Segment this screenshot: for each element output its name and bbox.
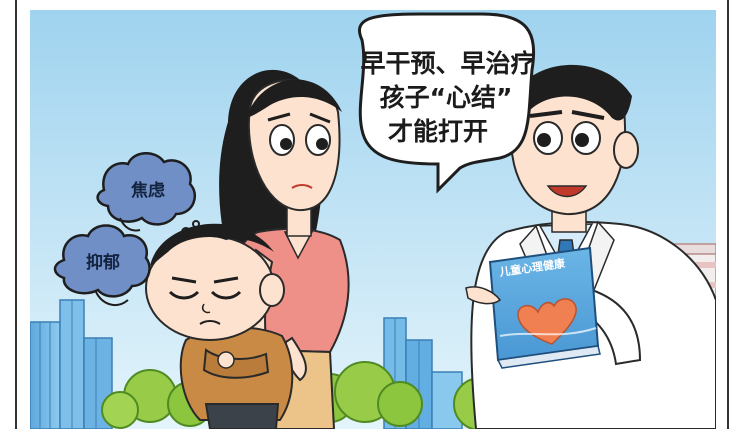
left-buildings [30,299,113,429]
anxiety-label: 焦虑 [130,180,165,201]
anxiety-cloud: 焦虑 [96,152,196,232]
bubble-line-1: 早干预、早治疗 [360,49,535,78]
bubble-line-2: 孩子“心结” [380,83,513,112]
bubble-line-3: 才能打开 [388,117,488,146]
mental-health-book: 儿童心理健康 [488,246,601,369]
depression-label: 抑郁 [86,252,120,273]
boy-figure [145,223,294,429]
mother-figure [219,69,350,429]
heart-icon [517,298,577,345]
depression-cloud: 抑郁 [53,224,151,307]
worry-marks [181,220,200,237]
speech-bubble: 早干预、早治疗 孩子“心结” 才能打开 [358,12,536,194]
doctor-hand [465,286,502,305]
